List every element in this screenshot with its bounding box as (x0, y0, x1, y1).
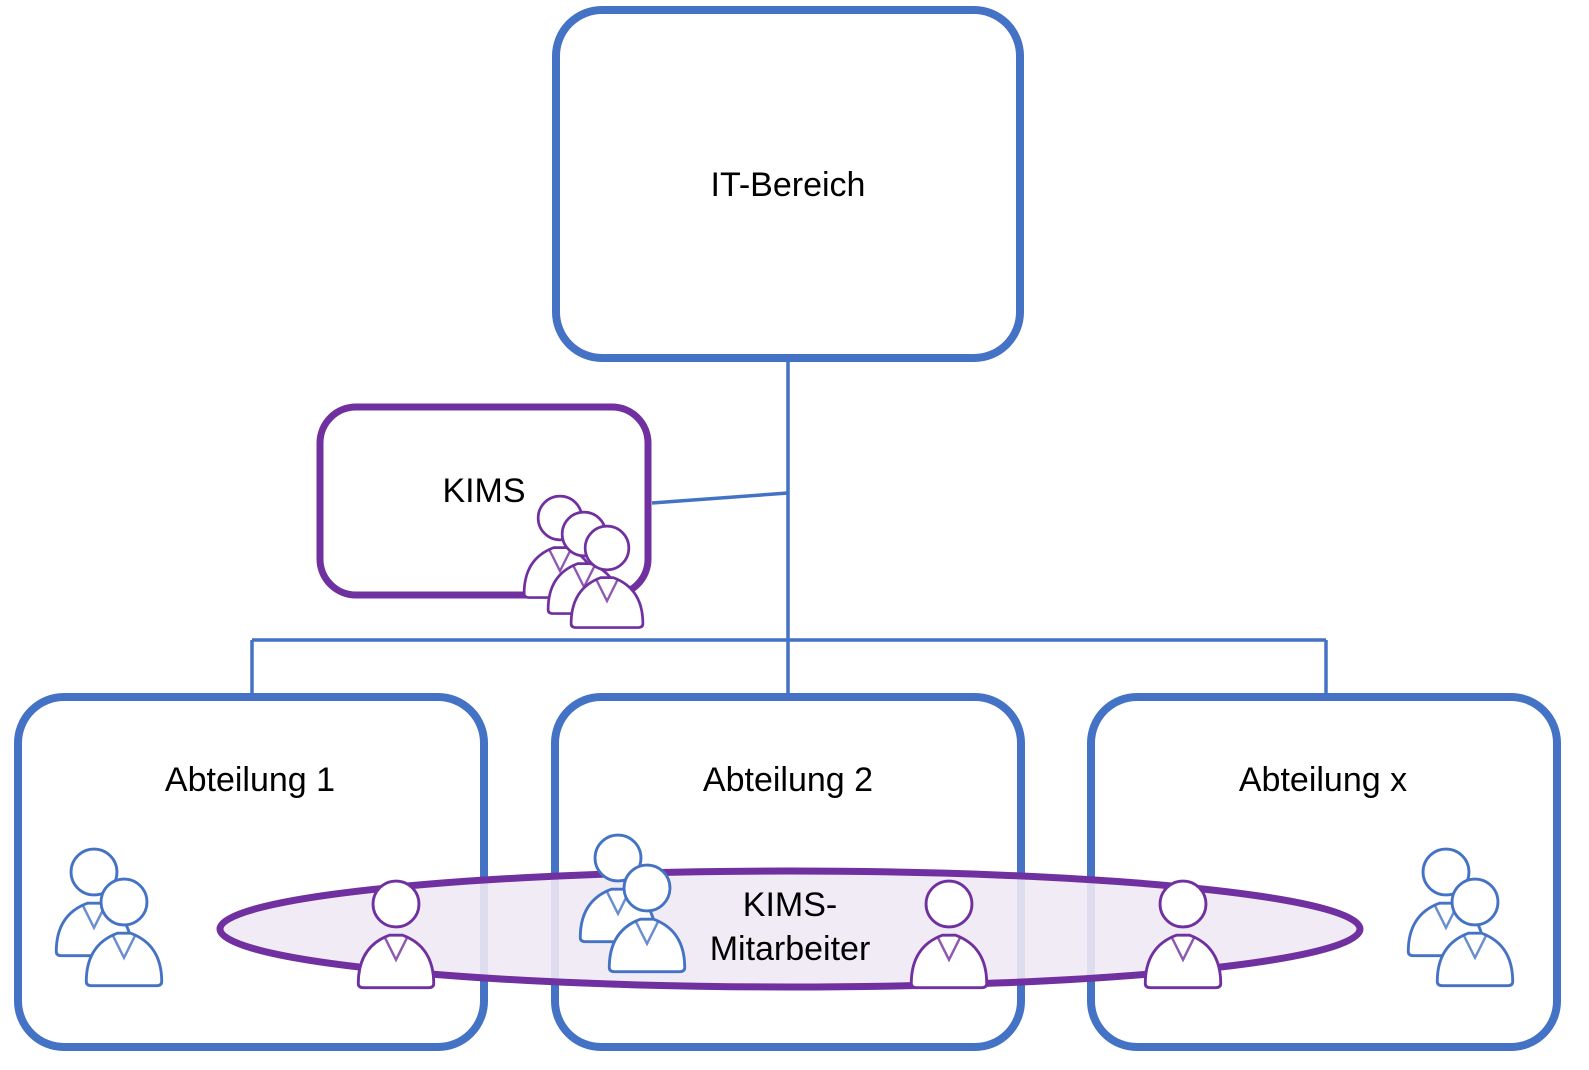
node-abteilung-2-label: Abteilung 2 (703, 761, 873, 799)
node-abteilung-1-label: Abteilung 1 (165, 761, 335, 799)
node-abteilung-1[interactable]: Abteilung 1 (14, 693, 488, 1051)
kims-mitarbeiter-label-line1: KIMS- (743, 886, 837, 924)
node-abteilung-x[interactable]: Abteilung x (1087, 693, 1561, 1051)
edge-kims (651, 491, 789, 505)
node-kims-label: KIMS (442, 472, 525, 510)
kims-mitarbeiter-label-line2: Mitarbeiter (710, 930, 871, 968)
node-kims[interactable]: KIMS (316, 403, 652, 629)
connector-lines (250, 362, 1328, 697)
node-it-bereich-label: IT-Bereich (711, 166, 866, 204)
node-it-bereich[interactable]: IT-Bereich (552, 6, 1024, 362)
kims-mitarbeiter-overlay[interactable]: KIMS- Mitarbeiter (216, 833, 1364, 991)
node-abteilung-x-label: Abteilung x (1239, 761, 1407, 799)
